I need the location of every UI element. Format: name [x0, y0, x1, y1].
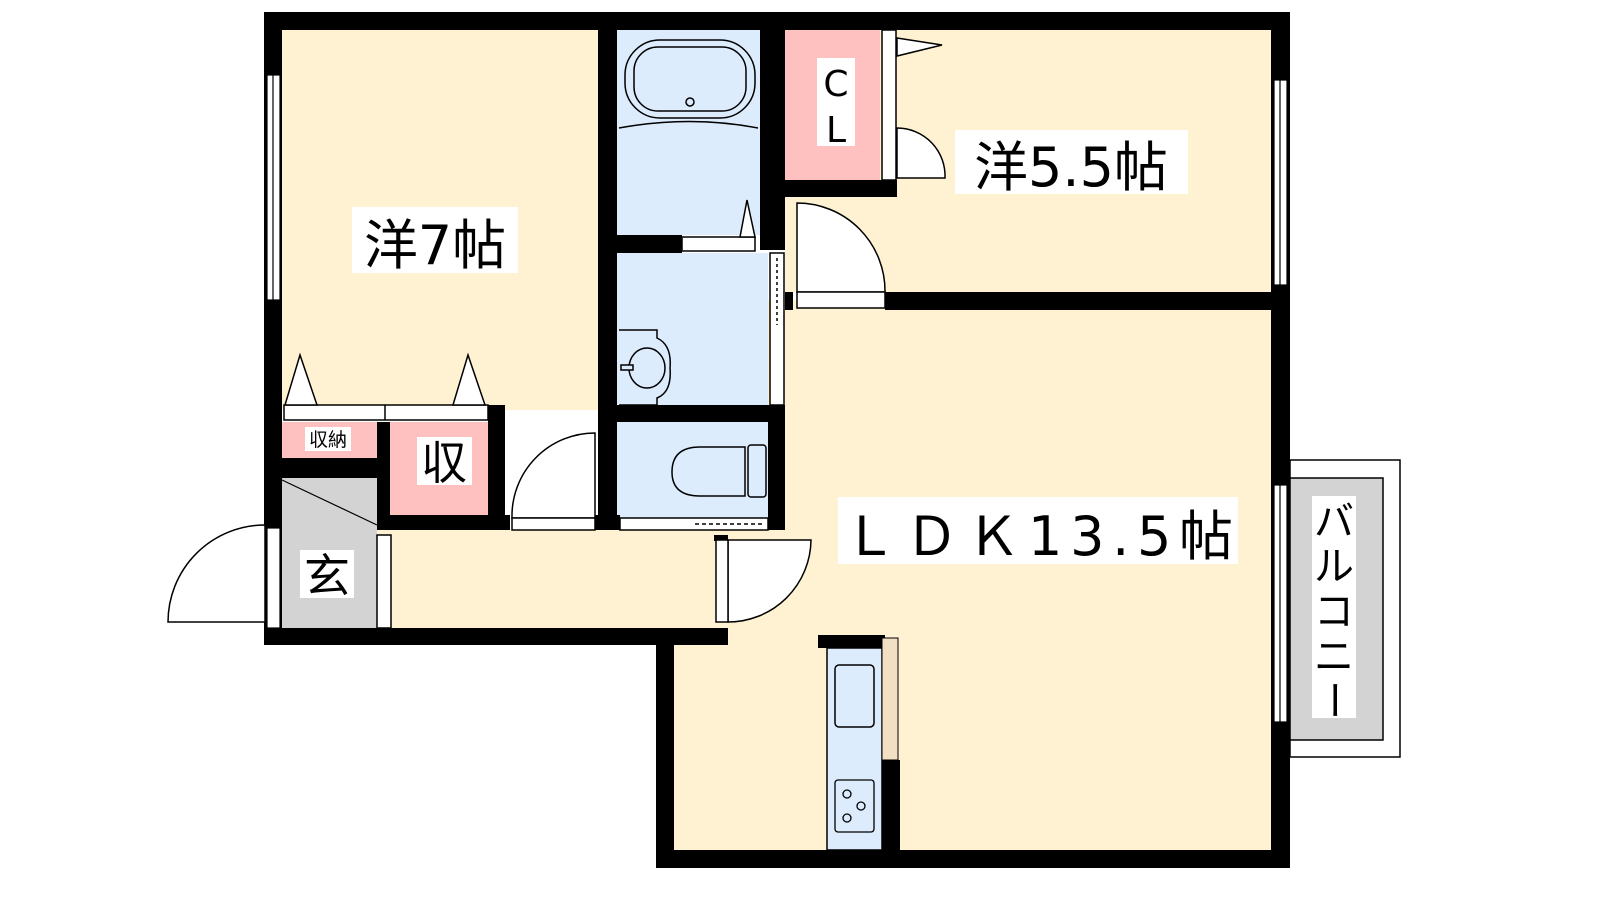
toilet-icon	[671, 444, 767, 498]
svg-text:バ: バ	[1314, 499, 1354, 545]
balcony-label: バ ル コ ニ ー	[1310, 499, 1356, 720]
room-label-western-55: 洋5.5帖	[974, 136, 1168, 199]
storage-label: 収	[421, 436, 467, 490]
western-55-door	[796, 202, 886, 293]
bath-floor	[617, 30, 760, 235]
sink-icon	[834, 664, 875, 728]
cl-door-top	[896, 37, 943, 57]
kitchen-counter	[826, 637, 899, 851]
room-label-ldk: ＬＤＫ13.5帖	[843, 505, 1233, 568]
bathtub-icon	[618, 39, 759, 129]
ldk-hall-door	[727, 539, 812, 623]
cl-door	[896, 127, 946, 179]
entrance-label: 玄	[304, 549, 350, 603]
storage-small-label: 収納	[309, 429, 347, 451]
closet-label-l: L	[826, 110, 846, 151]
svg-text:ル: ル	[1314, 544, 1354, 590]
doors[interactable]	[167, 29, 946, 629]
svg-text:ニ: ニ	[1314, 634, 1354, 680]
entrance-step	[376, 534, 392, 629]
labels: 洋7帖 洋5.5帖 ＬＤＫ13.5帖 C L 収納 収 玄 バ ル コ ニ ー	[300, 58, 1356, 720]
room-label-western-7: 洋7帖	[364, 214, 506, 277]
windows	[266, 74, 1288, 723]
bath-door	[681, 236, 756, 252]
washroom-sliding-door	[769, 252, 785, 406]
svg-text:ー: ー	[1310, 680, 1356, 720]
balcony	[1289, 459, 1401, 758]
entrance-door	[167, 524, 266, 623]
svg-text:コ: コ	[1314, 589, 1354, 635]
hall-floor	[377, 530, 777, 628]
storage-doors	[283, 404, 489, 421]
stove-icon	[834, 779, 875, 833]
western-7-door	[511, 432, 596, 519]
closet-label-c: C	[823, 64, 848, 105]
washbasin-icon	[619, 329, 671, 406]
toilet-sliding-door	[619, 517, 769, 531]
